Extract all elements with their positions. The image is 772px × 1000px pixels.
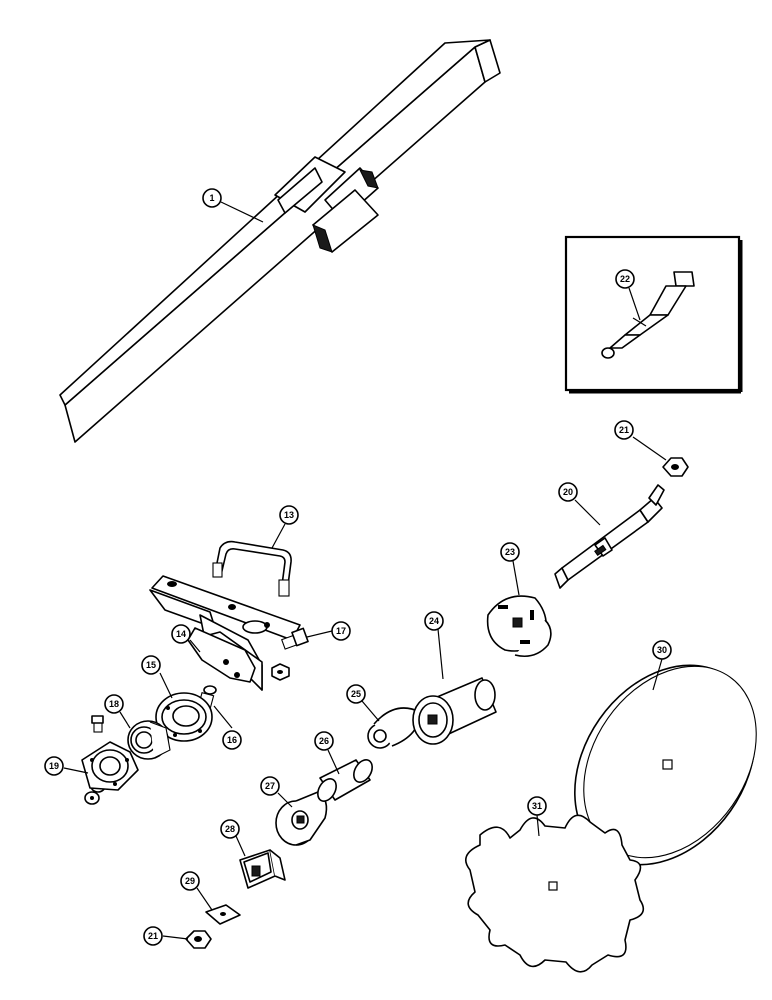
callout-13: 13 (279, 505, 299, 525)
callout-28-label: 28 (225, 824, 235, 834)
bumper-block-28-part (239, 849, 286, 889)
callout-26: 26 (314, 731, 334, 751)
small-bolt-part (91, 715, 104, 733)
flange-housing-19-part (81, 741, 139, 791)
callout-1-label: 1 (209, 193, 214, 203)
callout-23-label: 23 (505, 547, 515, 557)
callout-26-label: 26 (319, 736, 329, 746)
callout-17: 17 (331, 621, 351, 641)
callout-27-label: 27 (265, 781, 275, 791)
callout-19-label: 19 (49, 761, 59, 771)
callout-15-label: 15 (146, 660, 156, 670)
callout-27: 27 (260, 776, 280, 796)
axle-nut-lower-part (185, 930, 212, 949)
callout-24: 24 (424, 611, 444, 631)
callout-20-label: 20 (563, 487, 573, 497)
callout-19: 19 (44, 756, 64, 776)
hanger-nut-part (271, 663, 290, 681)
callout-29-label: 29 (185, 876, 195, 886)
plain-disc-30-part (574, 664, 757, 866)
callout-21-lower-label: 21 (148, 931, 158, 941)
gang-axle-tube-part (59, 39, 501, 443)
callout-31-label: 31 (532, 801, 542, 811)
callout-31: 31 (527, 796, 547, 816)
flangette-15-part (155, 692, 213, 742)
callout-14-label: 14 (176, 629, 186, 639)
bearing-hanger-bracket-part (149, 575, 301, 691)
callout-15: 15 (141, 655, 161, 675)
callout-18: 18 (104, 694, 124, 714)
callout-22-label: 22 (620, 274, 630, 284)
bolt-17-part (281, 627, 309, 650)
callout-1: 1 (202, 188, 222, 208)
callout-14: 14 (171, 624, 191, 644)
callout-30-label: 30 (657, 645, 667, 655)
callout-24-label: 24 (429, 616, 439, 626)
bearing-insert-23-part (486, 595, 552, 658)
end-spool-27-part (275, 791, 328, 846)
u-bolt-part (212, 540, 292, 597)
callout-18-label: 18 (109, 699, 119, 709)
callout-21-lower: 21 (143, 926, 163, 946)
callout-21-upper-label: 21 (619, 425, 629, 435)
callout-13-label: 13 (284, 510, 294, 520)
callout-25-label: 25 (351, 689, 361, 699)
bell-spool-25-part (367, 707, 421, 749)
callout-16: 16 (222, 730, 242, 750)
callout-16-label: 16 (227, 735, 237, 745)
spacer-tube-26-part (317, 759, 373, 802)
callout-30: 30 (652, 640, 672, 660)
bearing-18-part (127, 720, 171, 760)
callout-17-label: 17 (336, 626, 346, 636)
callout-21-upper: 21 (614, 420, 634, 440)
leader-lines (63, 201, 667, 940)
axle-bolt-20-part (554, 484, 665, 589)
callout-28: 28 (220, 819, 240, 839)
axle-nut-upper-part (662, 457, 689, 477)
callout-25: 25 (346, 684, 366, 704)
inset-axle-bolt-part (601, 271, 695, 359)
callout-29: 29 (180, 871, 200, 891)
notched-disc-31-part (464, 814, 645, 973)
spool-24-part (412, 677, 497, 745)
square-washer-29-part (205, 904, 241, 925)
callout-23: 23 (500, 542, 520, 562)
callout-20: 20 (558, 482, 578, 502)
callout-22: 22 (615, 269, 635, 289)
